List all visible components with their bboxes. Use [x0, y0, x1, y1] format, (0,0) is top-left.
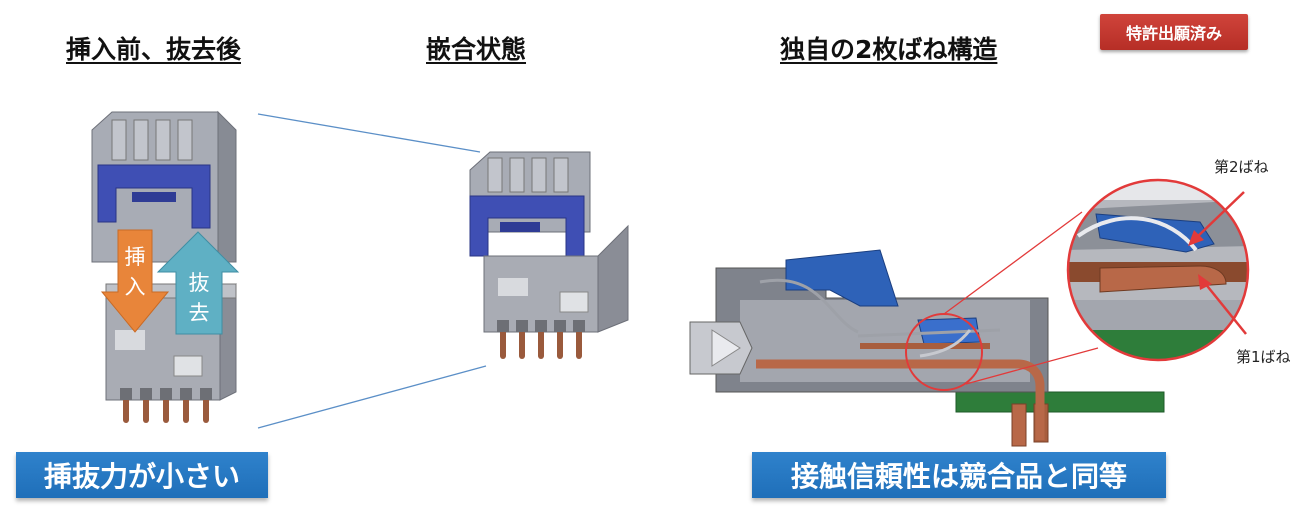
link-line-bottom — [257, 365, 487, 429]
patent-pending-badge: 特許出願済み — [1100, 14, 1248, 50]
insert-arrow-label-1: 挿 — [125, 245, 146, 269]
banner-contact-reliability: 接触信頼性は競合品と同等 — [752, 452, 1166, 498]
extract-arrow-label-2: 去 — [189, 301, 210, 325]
heading-mated: 嵌合状態 — [426, 35, 527, 64]
link-line-top — [257, 113, 481, 153]
cross-section-illustration — [689, 211, 1165, 447]
heading-spring-structure: 独自の2枚ばね構造 — [780, 35, 998, 64]
extract-arrow: 抜 去 — [156, 231, 240, 335]
insert-arrow: 挿 入 — [100, 229, 170, 333]
mated-connector-illustration — [469, 151, 629, 359]
extract-arrow-label-1: 抜 — [189, 271, 210, 295]
heading-before-after: 挿入前、抜去後 — [66, 35, 242, 64]
insert-arrow-label-2: 入 — [125, 275, 146, 299]
callout-second-spring: 第2ばね — [1214, 158, 1269, 176]
magnified-inset — [1066, 178, 1250, 362]
callout-first-spring: 第1ばね — [1236, 348, 1291, 366]
banner-low-insertion-force: 挿抜力が小さい — [16, 452, 268, 498]
